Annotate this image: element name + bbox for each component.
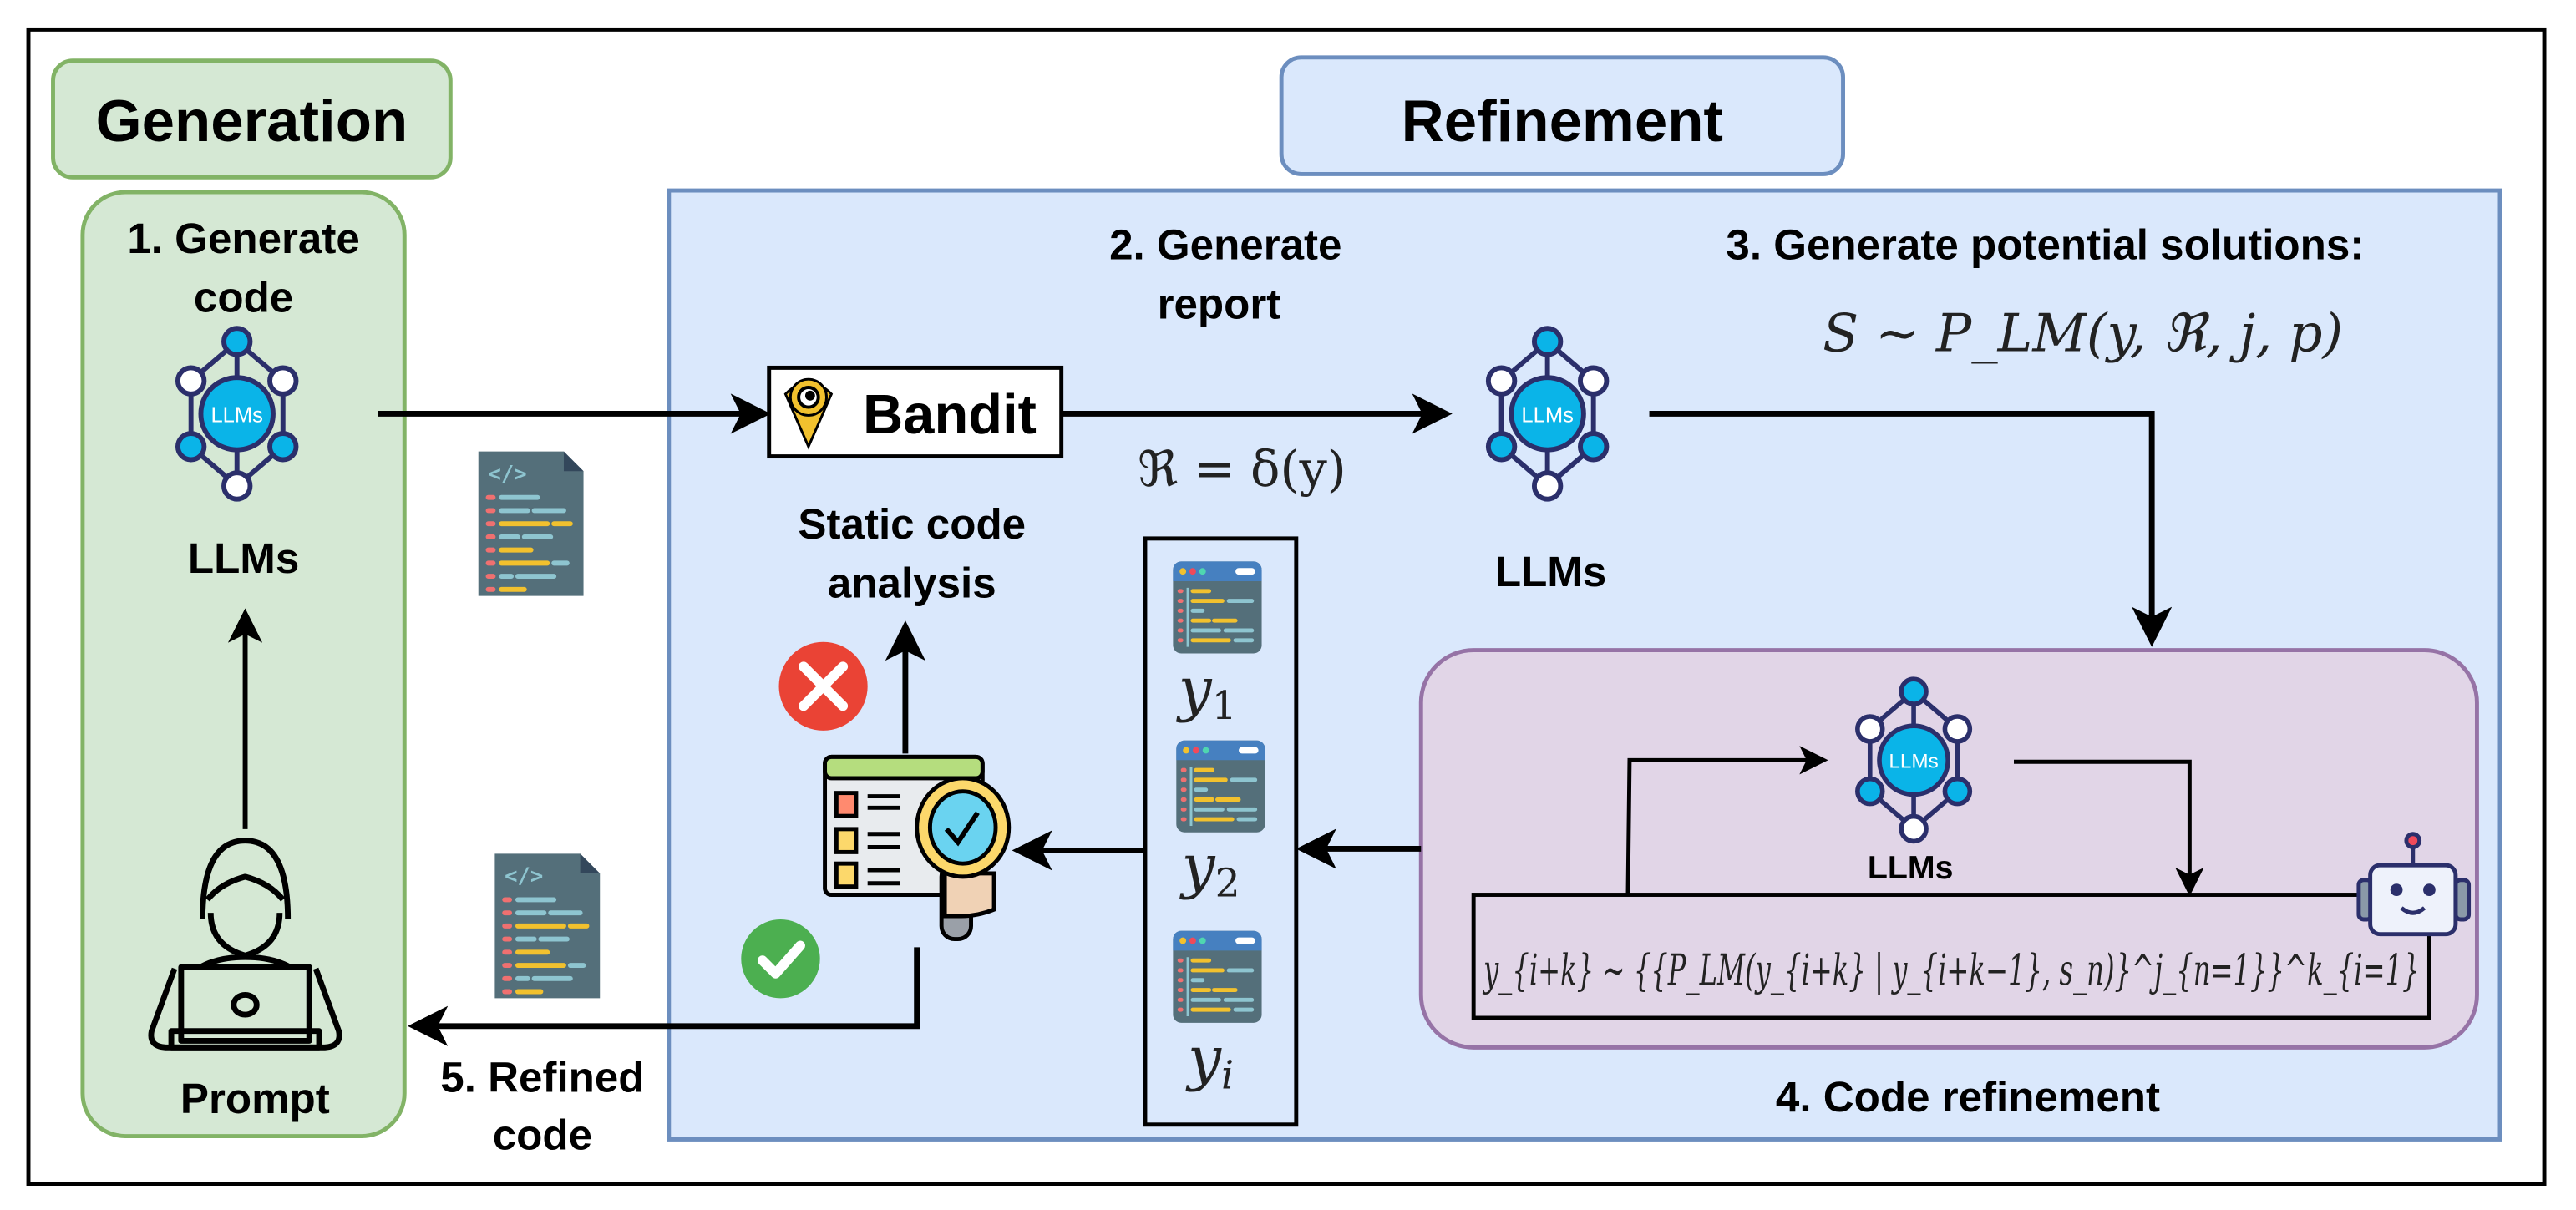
svg-text:y1: y1 (1176, 654, 1237, 729)
refinement-header (1279, 55, 1845, 176)
candidate-sub: 2 (1215, 860, 1240, 906)
llm-badge-text: LLMs (1521, 403, 1573, 427)
refinement-title: Refinement (1402, 88, 1723, 154)
candidate-item: y1 (1173, 561, 1261, 729)
llm-to-refinement-arrow (1649, 411, 2173, 647)
static-analysis-label-line1: Static code (798, 500, 1026, 548)
solutions-formula: S ∼ P_LM(y, ℜ, j, p) (1823, 303, 2343, 364)
report-formula: ℜ = δ(y) (1138, 440, 1346, 498)
user-laptop-icon (148, 838, 342, 1051)
code-window-icon (1173, 561, 1261, 653)
step5-label-line2: code (493, 1111, 592, 1158)
candidate-base: y (1179, 832, 1216, 901)
robot-icon (2356, 832, 2472, 937)
fail-x-icon (778, 641, 868, 731)
candidate-sub: 1 (1212, 683, 1237, 729)
refined-code-file-icon (494, 853, 600, 998)
generation-title: Generation (96, 88, 408, 154)
svg-text:y2: y2 (1179, 832, 1240, 907)
refinement-formula-box (1471, 893, 2431, 1020)
llm-network-icon-loop: LLMs (1858, 679, 1970, 841)
bandit-logo-icon (783, 377, 834, 450)
analyzer-magnifier-icon (823, 754, 1012, 942)
llm-badge-text: LLMs (210, 403, 262, 427)
svg-text:yi: yi (1185, 1024, 1234, 1099)
static-analysis-label-line2: analysis (828, 559, 996, 607)
step5-label-line1: 5. Refined (440, 1053, 644, 1101)
llm-network-icon-refine: LLMs (1488, 328, 1607, 499)
refined-code-arrow (408, 947, 920, 1046)
step2-label-line1: 2. Generate (1109, 221, 1341, 269)
llm-to-loop-arrow (2014, 759, 2204, 897)
candidate-base: y (1176, 654, 1213, 723)
candidate-base: y (1185, 1024, 1222, 1093)
step4-label: 4. Code refinement (1776, 1073, 2160, 1121)
generated-code-file-icon (479, 452, 584, 596)
pass-check-icon (741, 919, 820, 999)
step1-label-line1: 1. Generate (127, 215, 359, 262)
llm-network-icon-generate: LLMs (178, 328, 297, 499)
loop-to-llm-arrow (1625, 746, 1828, 895)
llms-label-refine: LLMs (1495, 548, 1606, 595)
step2-label-line2: report (1158, 280, 1281, 327)
prompt-label: Prompt (180, 1075, 330, 1122)
candidate-item: y2 (1176, 741, 1265, 907)
llms-label-loop: LLMs (1868, 849, 1954, 886)
code-window-icon (1176, 741, 1265, 833)
llm-badge-text: LLMs (1889, 751, 1938, 773)
step3-label: 3. Generate potential solutions: (1726, 221, 2364, 269)
refinement-formula: y_{i+k} ∼ {{P_LM(y_{i+k} | y_{i+k−1}, s_… (1483, 947, 2420, 996)
step1-label-line2: code (194, 274, 293, 321)
llms-label-generate: LLMs (188, 534, 299, 582)
code-window-icon (1173, 931, 1261, 1023)
candidate-item: yi (1173, 931, 1261, 1099)
generation-header (51, 58, 453, 180)
bandit-label: Bandit (863, 383, 1037, 446)
candidate-sub: i (1221, 1053, 1234, 1099)
